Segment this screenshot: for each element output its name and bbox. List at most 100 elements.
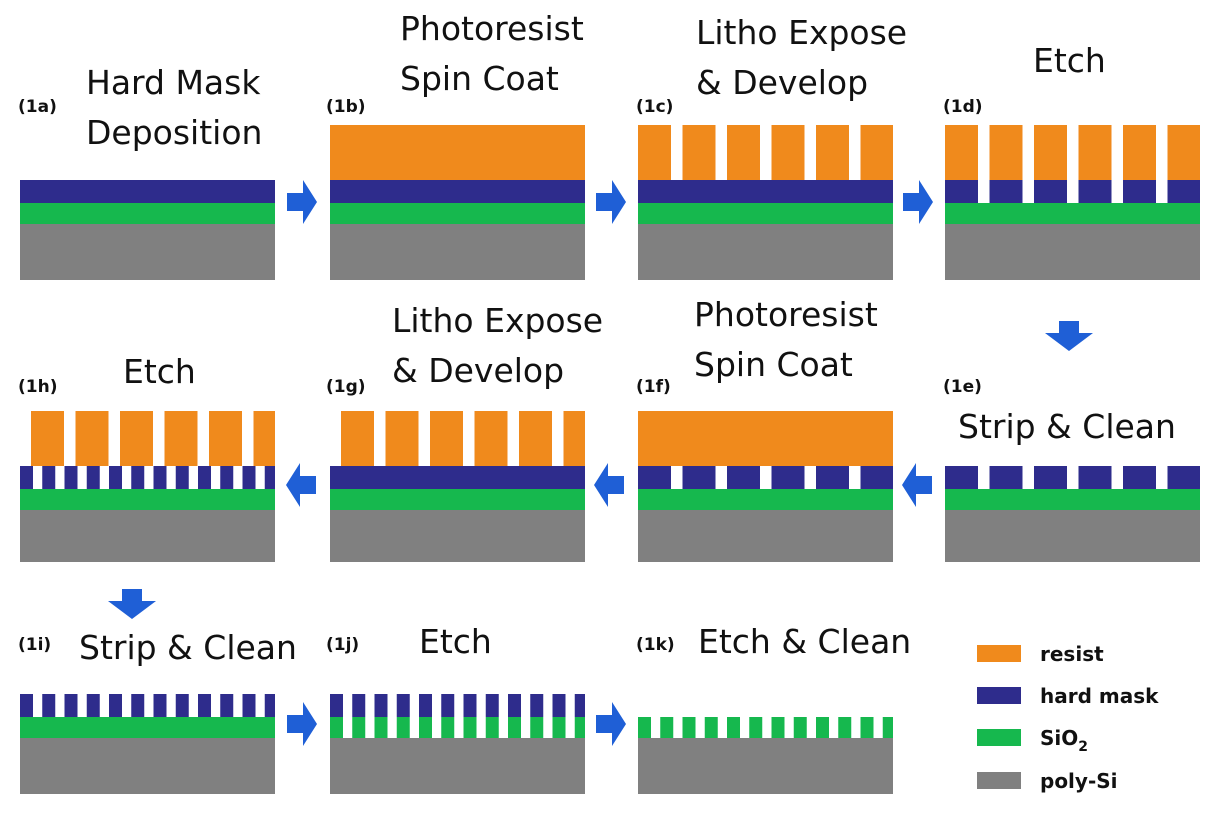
sio2-line [330,717,343,738]
resist-line [1034,125,1067,180]
sio2-line [793,717,807,738]
sio2-line [882,717,893,738]
hard-mask-line [419,694,432,717]
hard-mask-line [574,694,585,717]
step-labels: (1a)Hard MaskDeposition(1b)PhotoresistSp… [18,9,1176,667]
resist-line [1078,125,1112,180]
step-title-1f-line-2: Spin Coat [694,345,853,384]
sio2-line [860,717,874,738]
hard-mask-line [86,694,100,717]
legend-label-poly-si: poly-Si [1040,769,1118,793]
sio2-layer [20,203,275,224]
step-title-1c-line-2: & Develop [696,63,868,102]
step-title-1g-line-2: & Develop [392,351,564,390]
sio2-layer [20,489,275,510]
panel-1e [945,466,1200,562]
step-tag-1b: (1b) [326,97,366,117]
resist-line [31,411,64,466]
panel-1a [20,180,275,280]
arrow-1g-to-1h [286,463,316,507]
sio2-layer [945,203,1200,224]
hard-mask-line [86,466,100,489]
resist-line [771,125,805,180]
step-tag-1f: (1f) [636,377,671,397]
resist-line [727,125,760,180]
sio2-layer [330,489,585,510]
step-tag-1e: (1e) [943,377,982,397]
hard-mask-line [441,694,455,717]
sio2-layer [20,717,275,738]
hard-mask-line [220,466,234,489]
resist-line [385,411,419,466]
resist-line [164,411,198,466]
hard-mask-line [682,466,716,489]
poly-si-layer [638,224,893,280]
resist-line [682,125,716,180]
sio2-line [704,717,718,738]
hard-mask-line [989,180,1023,203]
hard-mask-line [463,694,477,717]
legend-label-resist: resist [1040,642,1104,666]
resist-line [860,125,893,180]
step-title-1b-line-1: Photoresist [400,9,584,48]
hard-mask-line [109,466,122,489]
arrow-1f-to-1g [594,463,624,507]
panel-1k [638,717,893,794]
sio2-line [574,717,585,738]
step-tag-1g: (1g) [326,377,366,397]
step-tag-1j: (1j) [326,635,359,655]
sio2-line [530,717,544,738]
resist-line [430,411,463,466]
hard-mask-line [131,694,145,717]
sio2-line [771,717,785,738]
poly-si-layer [330,224,585,280]
poly-si-layer [20,738,275,794]
hard-mask-line [64,466,78,489]
sio2-layer [638,203,893,224]
hard-mask-line [396,694,410,717]
arrow-1b-to-1c [596,180,626,224]
legend-swatch-hard-mask [977,687,1021,704]
hard-mask-line [198,466,211,489]
poly-si-layer [945,510,1200,562]
hard-mask-line [175,694,189,717]
panel-1i [20,694,275,794]
sio2-line [485,717,499,738]
step-tag-1a: (1a) [18,97,57,117]
sio2-layer [330,203,585,224]
resist-line [989,125,1023,180]
sio2-line [638,717,651,738]
legend-text: SiO [1040,726,1078,750]
sio2-line [682,717,696,738]
panel-1c [638,125,893,280]
hard-mask-line [64,694,78,717]
step-title-1k: Etch & Clean [698,622,911,661]
arrow-1e-to-1f [902,463,932,507]
hard-mask-line [198,694,211,717]
step-tag-1d: (1d) [943,97,983,117]
process-panels [20,125,1200,794]
flow-arrows [108,180,1093,746]
arrow-1a-to-1b [287,180,317,224]
hard-mask-layer [20,180,275,203]
hard-mask-line [1078,180,1112,203]
hard-mask-line [485,694,499,717]
sio2-line [838,717,852,738]
legend-text: resist [1040,642,1104,666]
resist-layer [330,125,585,180]
step-title-1a-line-2: Deposition [86,113,262,152]
step-title-1b-line-2: Spin Coat [400,59,559,98]
panel-1d [945,125,1200,280]
arrow-1i-to-1j [287,702,317,746]
sio2-line [419,717,432,738]
hard-mask-line [153,694,167,717]
poly-si-layer [330,510,585,562]
resist-line [209,411,242,466]
resist-line [75,411,109,466]
hard-mask-line [153,466,167,489]
step-tag-1h: (1h) [18,377,57,397]
arrow-1c-to-1d [903,180,933,224]
hard-mask-line [352,694,366,717]
